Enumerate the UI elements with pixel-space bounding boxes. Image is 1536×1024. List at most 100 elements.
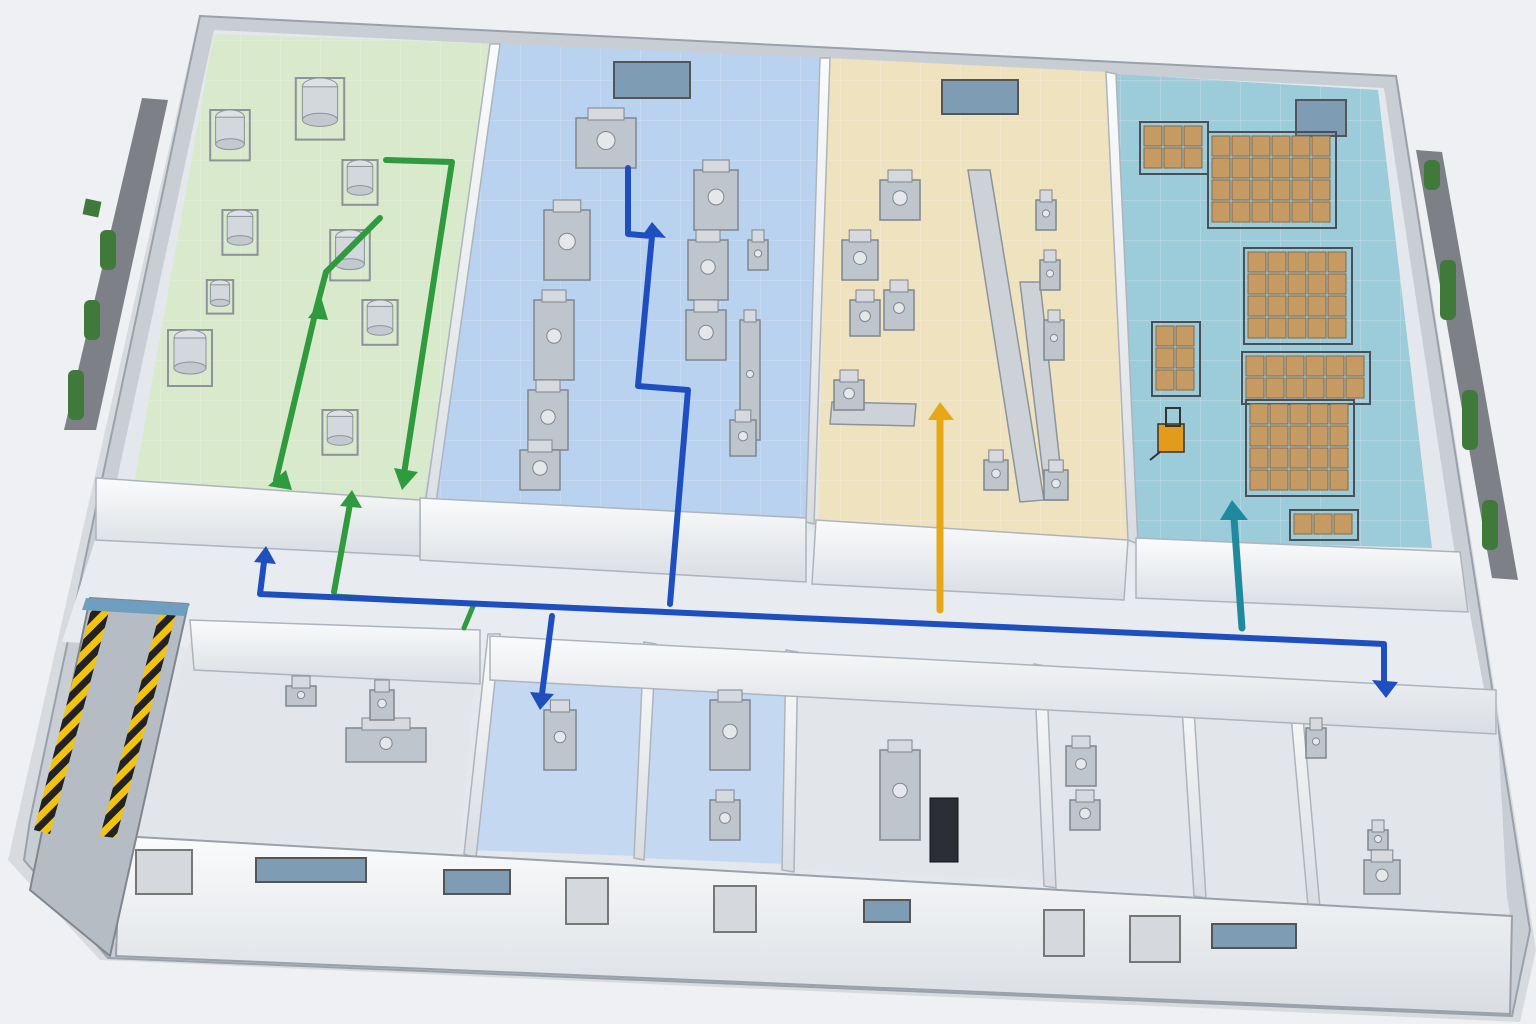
lower-room-6 [1298, 686, 1508, 918]
carton-icon [1249, 403, 1269, 425]
process-machine-icon [1065, 735, 1097, 787]
window-icon [443, 869, 511, 895]
lower-rooms [114, 619, 1514, 1016]
carton-icon [1311, 179, 1331, 201]
lower-room-4 [1046, 668, 1196, 896]
window-icon [1295, 99, 1347, 137]
carton-icon [1211, 157, 1231, 179]
material-flow-arrows [254, 157, 1398, 710]
process-machine-icon [1039, 249, 1061, 291]
process-machine-icon [729, 409, 757, 457]
process-machine-icon [693, 159, 739, 231]
process-machine-icon [833, 369, 865, 411]
carton-icon [1251, 135, 1271, 157]
process-machine-icon [883, 279, 915, 331]
pallet-rack-icon [1245, 399, 1355, 497]
window-icon [613, 61, 691, 99]
carton-icon [1269, 447, 1289, 469]
carton-icon [1155, 347, 1175, 369]
carton-icon [1329, 469, 1349, 491]
flow-arrow-icon [383, 157, 455, 477]
zone-teal-equipment [1139, 121, 1371, 541]
carton-icon [1307, 273, 1327, 295]
process-machine-icon [1035, 189, 1057, 231]
carton-icon [1327, 317, 1347, 339]
carton-icon [1247, 251, 1267, 273]
cart-icon [929, 797, 959, 863]
carton-icon [1271, 157, 1291, 179]
carton-icon [1291, 201, 1311, 223]
carton-icon [1309, 469, 1329, 491]
tank-icon [321, 409, 359, 456]
carton-icon [1289, 425, 1309, 447]
process-machine-icon [1363, 849, 1401, 895]
process-machine-icon [1043, 309, 1065, 361]
door-icon [565, 877, 609, 925]
door-icon [1129, 915, 1181, 963]
flow-arrow-icon [1230, 514, 1246, 632]
carton-icon [1271, 179, 1291, 201]
carton-icon [1247, 273, 1267, 295]
carton-icon [1287, 295, 1307, 317]
forklift-icon [1149, 407, 1185, 461]
carton-icon [1267, 273, 1287, 295]
carton-icon [1345, 377, 1365, 399]
carton-icon [1247, 317, 1267, 339]
pallet-rack-icon [1139, 121, 1209, 175]
process-machine-icon [879, 169, 921, 221]
process-machine-icon [519, 439, 561, 491]
tank-icon [205, 279, 235, 315]
hedge-left-icon [64, 98, 168, 430]
carton-icon [1329, 447, 1349, 469]
carton-icon [1155, 369, 1175, 391]
carton-icon [1287, 251, 1307, 273]
carton-icon [1307, 251, 1327, 273]
process-machine-icon [709, 789, 741, 841]
carton-icon [1285, 377, 1305, 399]
carton-icon [1307, 295, 1327, 317]
carton-icon [1211, 179, 1231, 201]
window-icon [863, 899, 911, 923]
process-machine-icon [849, 289, 881, 337]
flow-arrow-icon [539, 613, 555, 697]
carton-icon [1265, 377, 1285, 399]
carton-icon [1287, 317, 1307, 339]
window-icon [1211, 923, 1297, 949]
process-machine-icon [533, 289, 575, 381]
process-machine-icon [543, 199, 591, 281]
process-machine-icon [983, 449, 1009, 491]
carton-icon [1293, 513, 1313, 535]
pallet-rack-icon [1151, 321, 1201, 397]
flow-arrow-icon [273, 215, 383, 483]
carton-icon [1325, 355, 1345, 377]
carton-icon [1265, 355, 1285, 377]
pallet-rack-icon [1289, 509, 1359, 541]
process-machine-icon [285, 675, 317, 707]
carton-icon [1307, 317, 1327, 339]
carton-icon [1249, 447, 1269, 469]
carton-icon [1325, 377, 1345, 399]
carton-icon [1249, 469, 1269, 491]
window-icon [941, 79, 1019, 115]
process-machine-icon [685, 299, 727, 361]
process-machine-icon [369, 679, 395, 721]
pallet-rack-icon [1243, 247, 1353, 345]
flow-arrow-icon [257, 559, 1387, 685]
carton-icon [1311, 135, 1331, 157]
carton-icon [1269, 403, 1289, 425]
process-machine-icon [687, 229, 729, 301]
front-wall-doors [135, 849, 1181, 963]
carton-icon [1155, 325, 1175, 347]
carton-icon [1267, 295, 1287, 317]
carton-icon [1175, 369, 1195, 391]
carton-icon [1183, 125, 1203, 147]
process-machine-icon [543, 699, 577, 771]
carton-icon [1143, 147, 1163, 169]
carton-icon [1271, 201, 1291, 223]
carton-icon [1329, 425, 1349, 447]
zone-blue-equipment [519, 107, 769, 491]
carton-icon [1249, 425, 1269, 447]
lower-room-equipment [285, 675, 1401, 895]
